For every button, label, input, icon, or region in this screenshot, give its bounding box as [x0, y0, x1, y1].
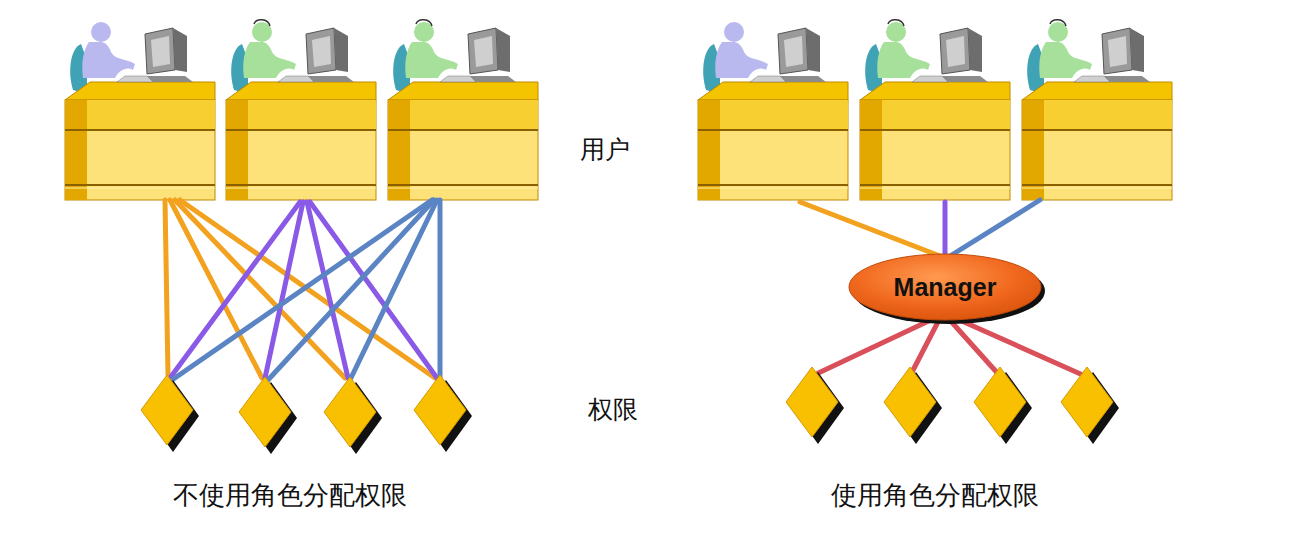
caption-right: 使用角色分配权限: [831, 478, 1039, 513]
manager-ellipse: Manager: [847, 252, 1043, 322]
caption-left: 不使用角色分配权限: [173, 478, 407, 513]
users-label: 用户: [580, 133, 630, 166]
node-text: Manager: [894, 273, 997, 302]
permissions-label: 权限: [588, 393, 638, 426]
